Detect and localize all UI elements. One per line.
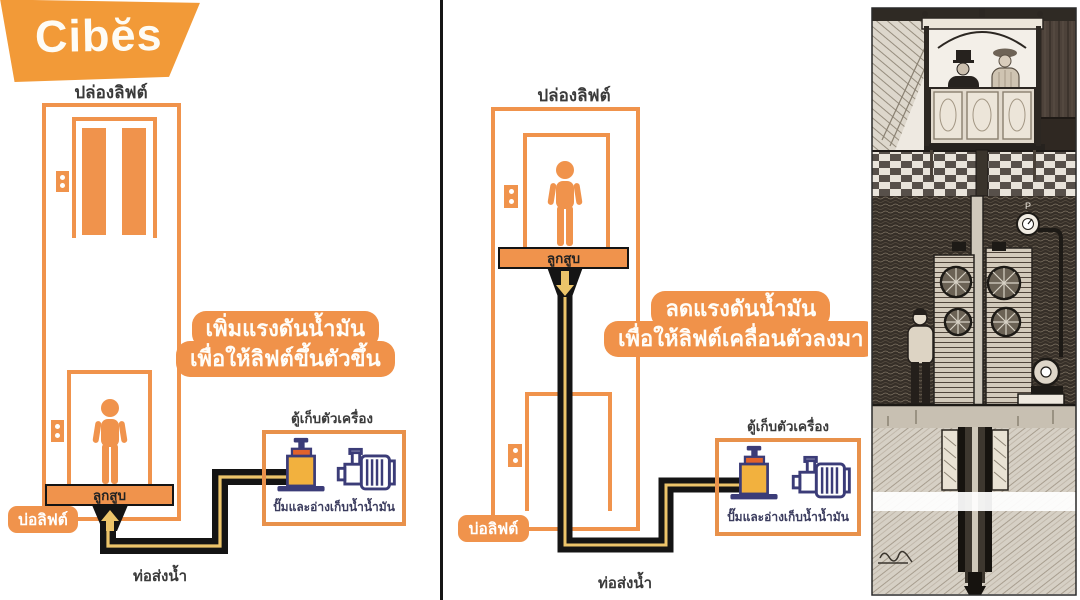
- engraving-pump: [1017, 357, 1065, 407]
- hydraulic-lift-engraving: P: [868, 0, 1080, 600]
- cabinet-label: ตู้เก็บตัวเครื่อง: [746, 419, 830, 434]
- engraving-pipe: [1038, 228, 1063, 357]
- piston-plate-right: ลูกสูบ: [498, 247, 629, 269]
- pipe-label-left: ท่อส่งน้ำ: [132, 568, 188, 585]
- pump-motor-icon: [336, 447, 396, 491]
- door-leaf-left: [82, 128, 106, 235]
- pipe-label-right: ท่อส่งน้ำ: [597, 575, 653, 592]
- call-button-panel: [508, 444, 522, 467]
- callout-line: เพื่อให้ลิฟต์ขึ้นตัวขึ้น: [176, 340, 395, 378]
- open-door-frame: [67, 370, 152, 488]
- hydraulic-jack-icon: [730, 445, 778, 500]
- call-button-panel: [51, 420, 64, 442]
- empty-door-frame: [525, 392, 612, 511]
- piston-label: ลูกสูบ: [546, 251, 581, 266]
- engraver-signature: [878, 550, 913, 564]
- cabinet-label: ตู้เก็บตัวเครื่อง: [290, 411, 374, 426]
- engraving-ram-shaft: [872, 403, 1076, 595]
- engraving-sheave-wheels: [939, 265, 1022, 338]
- door-leaf-right: [122, 128, 146, 235]
- engraving-frame: [871, 7, 1077, 596]
- logo-text: Cibĕs: [34, 8, 164, 63]
- hydraulic-jack-icon: [277, 437, 325, 492]
- pit-label-right: บ่อลิฟต์: [458, 515, 529, 542]
- pump-motor-icon: [791, 455, 851, 499]
- piston-plate-left: ลูกสูบ: [45, 484, 174, 506]
- engraving-scan-band: [872, 492, 1076, 511]
- open-door-frame: [523, 133, 610, 252]
- piston-label: ลูกสูบ: [92, 488, 127, 503]
- engraving-pressure-gauge: P: [1016, 201, 1040, 236]
- callout-increase-pressure: เพิ่มแรงดันน้ำมัน เพื่อให้ลิฟต์ขึ้นตัวขึ…: [176, 311, 395, 378]
- shaft-label-right: ปล่องลิฟต์: [537, 86, 611, 105]
- callout-decrease-pressure: ลดแรงดันน้ำมัน เพื่อให้ลิฟต์เคลื่อนตัวลง…: [604, 291, 878, 358]
- engraving-elevator-car: [921, 8, 1045, 197]
- machine-cabinet-left: ปั๊มและอ่างเก็บน้ำน้ำมัน: [262, 430, 406, 526]
- call-button-panel: [504, 185, 518, 208]
- pump-label: ปั๊มและอ่างเก็บน้ำน้ำมัน: [273, 500, 395, 514]
- closed-door-frame: [72, 117, 157, 238]
- svg-text:P: P: [1025, 201, 1031, 211]
- cibes-logo: Cibĕs: [0, 0, 200, 82]
- pump-label: ปั๊มและอ่างเก็บน้ำน้ำมัน: [727, 510, 849, 524]
- pit-label-left: บ่อลิฟต์: [8, 506, 78, 533]
- machine-cabinet-right: ปั๊มและอ่างเก็บน้ำน้ำมัน: [715, 438, 861, 536]
- call-button-panel: [56, 171, 69, 192]
- engraving-machine-room: P: [872, 195, 1076, 410]
- callout-line: เพื่อให้ลิฟต์เคลื่อนตัวลงมา: [604, 320, 878, 358]
- panel-divider: [440, 0, 443, 600]
- shaft-label-left: ปล่องลิฟต์: [74, 83, 148, 102]
